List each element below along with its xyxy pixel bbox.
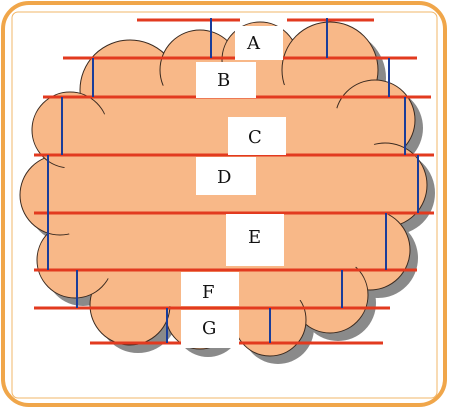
vertical-lines [47,18,419,343]
label-box-e [226,214,284,266]
label-d: D [217,167,231,188]
label-box-b [196,62,256,98]
label-g: G [202,318,216,339]
label-box-a [235,26,283,60]
label-box-c [228,117,286,155]
label-c: C [248,127,262,148]
label-box-f [181,272,239,306]
label-box-g [181,310,239,348]
label-e: E [248,227,261,248]
label-f: F [202,282,215,303]
label-b: B [217,70,230,91]
label-boxes [181,26,286,348]
label-letters: A B C D E F G [202,33,262,339]
label-a: A [246,33,261,54]
label-box-d [196,157,256,195]
